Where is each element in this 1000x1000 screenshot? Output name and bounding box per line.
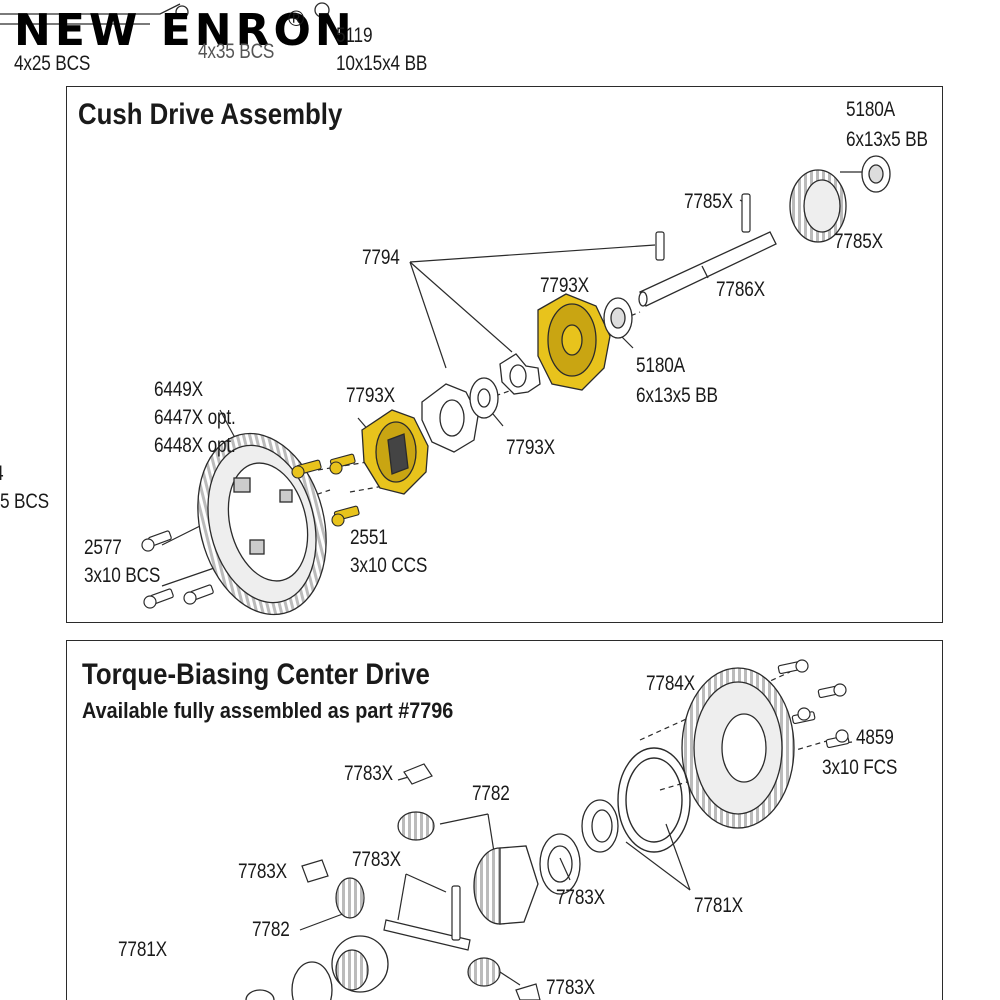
top-strip-parts <box>0 2 330 25</box>
label-4859: 4859 <box>856 726 894 749</box>
label-5180a-top-spec: 6x13x5 BB <box>846 128 928 151</box>
label-6448x: 6448X opt. <box>154 434 236 457</box>
label-7793x-washer: 7793X <box>506 436 555 459</box>
bearing-5180a-top <box>861 155 891 193</box>
label-7782-a: 7782 <box>472 782 510 805</box>
cross-pins-7783x <box>383 885 471 951</box>
center-drive-title: Torque-Biasing Center Drive <box>82 658 430 691</box>
label-2577-spec: 3x10 BCS <box>84 564 161 587</box>
label-5119-spec: 10x15x4 BB <box>336 52 428 75</box>
label-5180a-top: 5180A <box>846 98 895 121</box>
label-7781x-a: 7781X <box>118 938 167 961</box>
cush-drive-panel <box>66 86 943 623</box>
spider-gears-7783x <box>301 763 541 1000</box>
label-7781x-b: 7781X <box>694 894 743 917</box>
label-top-left-spec: 4x25 BCS <box>14 52 91 75</box>
cush-hub-7793x-upper <box>537 293 611 391</box>
gear-7785x <box>789 169 847 243</box>
label-5180a-mid: 5180A <box>636 354 685 377</box>
pins-7785x <box>655 193 751 261</box>
label-7782-b: 7782 <box>252 918 290 941</box>
label-top-spec-partial: 4x35 BCS <box>198 40 275 63</box>
ring-gear-7784x <box>681 667 795 829</box>
diff-case-7782 <box>473 845 539 925</box>
washer-7793x <box>469 377 499 419</box>
label-2551: 2551 <box>350 526 388 549</box>
seal-7781x <box>581 799 619 853</box>
label-7785x-pin: 7785X <box>684 190 733 213</box>
screws-4859 <box>777 659 850 749</box>
gasket-7781x <box>617 747 691 853</box>
screws-2551 <box>291 453 360 527</box>
center-drive-subtitle: Available fully assembled as part #7796 <box>82 698 454 723</box>
label-7784x: 7784X <box>646 672 695 695</box>
label-7783x-c: 7783X <box>238 860 287 883</box>
label-2551-spec: 3x10 CCS <box>350 554 428 577</box>
label-7794: 7794 <box>362 246 400 269</box>
label-2577: 2577 <box>84 536 122 559</box>
registered-mark: ® <box>288 6 305 31</box>
cush-insert-7794 <box>499 353 541 395</box>
label-7783x-e: 7783X <box>546 976 595 999</box>
screws-2577 <box>141 530 214 609</box>
label-7783x-a: 7783X <box>344 762 393 785</box>
label-7783x-b: 7783X <box>352 848 401 871</box>
brand-logo: NEW ENRON <box>14 5 356 56</box>
spur-gear-6449x <box>197 432 327 616</box>
label-4859-spec: 3x10 FCS <box>822 756 898 779</box>
label-6449x: 6449X <box>154 378 203 401</box>
label-5119: 5119 <box>336 24 373 47</box>
label-6447x: 6447X opt. <box>154 406 236 429</box>
label-5180a-mid-spec: 6x13x5 BB <box>636 384 718 407</box>
cush-carrier-7794 <box>421 383 479 453</box>
output-cup-7781x <box>245 935 389 1000</box>
bearing-5180a-mid <box>603 297 633 339</box>
label-7793x-upper: 7793X <box>540 274 589 297</box>
label-7793x-lower: 7793X <box>346 384 395 407</box>
label-7783x-d: 7783X <box>556 886 605 909</box>
label-left-edge-part: 4 <box>0 460 4 488</box>
label-left-edge-spec: 5 BCS <box>0 490 49 513</box>
cush-hub-7793x-lower <box>361 409 429 495</box>
label-7785x-gear: 7785X <box>834 230 883 253</box>
label-7786x: 7786X <box>716 278 765 301</box>
shaft-7786x <box>638 231 777 307</box>
cush-drive-title: Cush Drive Assembly <box>78 98 343 131</box>
center-drive-panel <box>66 640 943 1000</box>
shim-7783x <box>539 833 581 895</box>
